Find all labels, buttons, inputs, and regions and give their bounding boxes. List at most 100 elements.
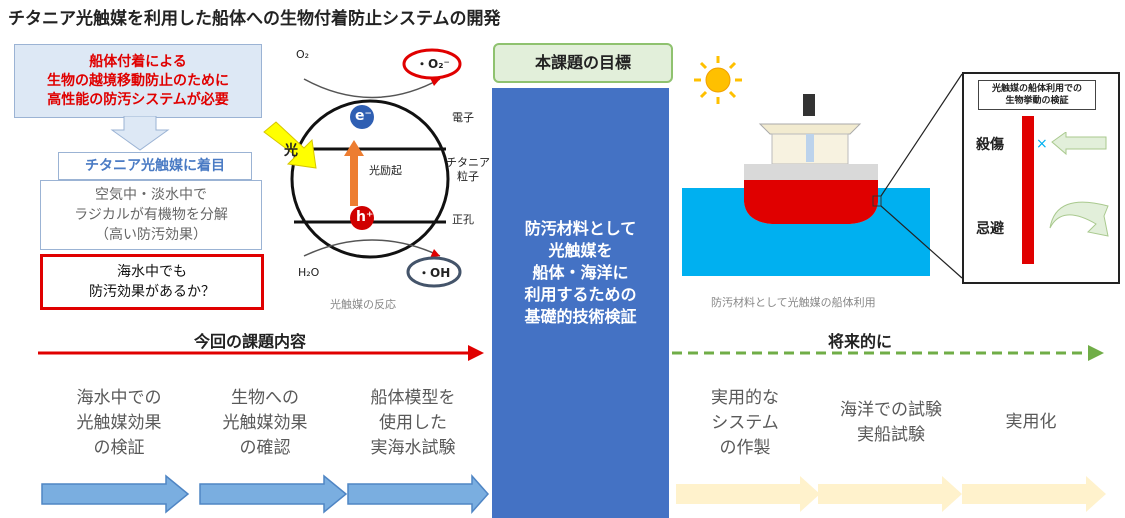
block-arrow-icon bbox=[676, 476, 820, 512]
light-label: 光 bbox=[284, 143, 298, 159]
property-line: 空気中・淡水中で bbox=[95, 187, 207, 203]
x-mark-icon: × bbox=[1036, 136, 1048, 152]
step-line: 使用した bbox=[379, 413, 447, 433]
ship-bridge bbox=[758, 123, 862, 135]
o2-label: O₂ bbox=[296, 48, 310, 61]
hull-zoom-marker bbox=[872, 195, 882, 207]
question-line: 海水中でも bbox=[117, 264, 187, 280]
inset-title-line: 光触媒の船体利用での bbox=[991, 84, 1082, 94]
hydroxyl-label: ・OH bbox=[418, 266, 451, 280]
goal-header: 本課題の目標 bbox=[493, 43, 673, 83]
need-line: 高性能の防汚システムが必要 bbox=[47, 91, 229, 108]
step-line: 光触媒効果 bbox=[222, 413, 308, 433]
sun-icon bbox=[694, 56, 742, 104]
current-step: 生物への 光触媒効果 の確認 bbox=[200, 386, 330, 461]
electron-icon bbox=[350, 105, 374, 129]
h2o-curve bbox=[303, 239, 441, 257]
hole-text: 正孔 bbox=[452, 213, 474, 226]
step-line: 光触媒効果 bbox=[76, 413, 162, 433]
goal-line: 船体・海洋に bbox=[532, 263, 629, 282]
inset-title: 光触媒の船体利用での 生物挙動の検証 bbox=[978, 80, 1096, 110]
reaction-caption: 光触媒の反応 bbox=[330, 298, 396, 311]
step-line: 実用的な bbox=[711, 388, 779, 408]
block-arrow-icon bbox=[347, 474, 490, 514]
h2o-arrowhead bbox=[430, 249, 440, 258]
hydroxyl-oval bbox=[406, 256, 462, 288]
zoom-line bbox=[880, 205, 963, 279]
page-title: チタニア光触媒を利用した船体への生物付着防止システムの開発 bbox=[8, 9, 501, 29]
o2-arrowhead bbox=[430, 78, 440, 86]
step-line: 海洋での試験 bbox=[840, 400, 942, 420]
electron-text: 電子 bbox=[452, 111, 474, 124]
focus-box: チタニア光触媒に着目 bbox=[58, 152, 252, 180]
need-line: 生物の越境移動防止のために bbox=[47, 72, 229, 89]
superoxide-label: ・O₂⁻ bbox=[416, 57, 450, 71]
current-step: 海水中での 光触媒効果 の検証 bbox=[54, 386, 184, 461]
block-arrow-icon bbox=[41, 474, 190, 514]
step-line: 実海水試験 bbox=[370, 438, 456, 458]
kill-label: 殺傷 bbox=[976, 137, 1004, 153]
step-line: 船体模型を bbox=[370, 388, 456, 408]
future-arrow bbox=[672, 345, 1104, 361]
need-line: 船体付着による bbox=[89, 53, 187, 70]
goal-column: 防汚材料として 光触媒を 船体・海洋に 利用するための 基礎的技術検証 bbox=[492, 88, 669, 518]
ship-caption: 防汚材料として光触媒の船体利用 bbox=[711, 296, 876, 309]
ship-hull bbox=[744, 180, 878, 224]
future-label: 将来的に bbox=[828, 332, 893, 351]
inset-title-line: 生物挙動の検証 bbox=[1005, 96, 1069, 106]
need-box: 船体付着による 生物の越境移動防止のために 高性能の防汚システムが必要 bbox=[14, 44, 262, 118]
titania-text: チタニア 粒子 bbox=[446, 156, 490, 184]
ship-funnel bbox=[803, 94, 815, 116]
h2o-label: H₂O bbox=[298, 266, 320, 279]
hole-icon bbox=[350, 206, 374, 230]
inset-arrows: × bbox=[1036, 132, 1109, 237]
property-line: （高い防汚効果） bbox=[95, 227, 207, 243]
future-block-arrows bbox=[676, 476, 1106, 512]
light-arrow-icon bbox=[263, 121, 317, 169]
goal-line: 光触媒を bbox=[548, 241, 613, 260]
avoid-arrow-icon bbox=[1049, 201, 1109, 237]
superoxide-oval bbox=[402, 48, 462, 80]
property-box: 空気中・淡水中で ラジカルが有機物を分解 （高い防汚効果） bbox=[40, 180, 262, 250]
current-arrow bbox=[38, 345, 484, 361]
avoid-label: 忌避 bbox=[976, 221, 1004, 237]
excitation-arrow bbox=[350, 154, 358, 206]
goal-line: 基礎的技術検証 bbox=[524, 307, 637, 326]
future-step: 実用化 bbox=[976, 410, 1086, 435]
titania-line: チタニア bbox=[446, 156, 490, 169]
o2-curve bbox=[303, 78, 441, 99]
goal-line: 利用するための bbox=[524, 285, 637, 304]
future-step: 実用的な システム の作製 bbox=[680, 386, 810, 461]
future-step: 海洋での試験 実船試験 bbox=[816, 398, 966, 448]
block-arrow-icon bbox=[962, 476, 1106, 512]
electron-label: e⁻ bbox=[355, 108, 372, 124]
excitation-label: 光励起 bbox=[369, 164, 402, 177]
block-arrow-icon bbox=[818, 476, 962, 512]
titania-line: 粒子 bbox=[457, 170, 479, 183]
step-line: 実用化 bbox=[1005, 412, 1057, 432]
step-line: 生物への bbox=[231, 388, 299, 408]
reaction-diagram bbox=[263, 48, 462, 288]
hole-label: h⁺ bbox=[356, 209, 374, 225]
step-line: システム bbox=[711, 413, 779, 433]
step-line: 海水中での bbox=[76, 388, 162, 408]
ship-scene bbox=[682, 56, 963, 279]
property-line: ラジカルが有機物を分解 bbox=[74, 207, 228, 223]
step-line: の作製 bbox=[719, 438, 771, 458]
current-step: 船体模型を 使用した 実海水試験 bbox=[348, 386, 478, 461]
titania-particle bbox=[290, 99, 450, 259]
step-line: の確認 bbox=[239, 438, 291, 458]
current-block-arrows bbox=[41, 474, 490, 514]
down-arrow-icon bbox=[110, 116, 170, 151]
goal-line: 防汚材料として bbox=[524, 219, 637, 238]
current-label: 今回の課題内容 bbox=[194, 332, 307, 351]
ship-mast bbox=[806, 134, 814, 162]
question-box: 海水中でも 防汚効果があるか？ bbox=[40, 254, 264, 310]
excitation-arrowhead bbox=[344, 140, 364, 156]
step-line: 実船試験 bbox=[857, 425, 925, 445]
block-arrow-icon bbox=[199, 474, 348, 514]
step-line: の検証 bbox=[93, 438, 145, 458]
hull-surface-bar bbox=[1022, 116, 1034, 264]
zoom-line bbox=[880, 73, 963, 197]
kill-arrow-icon bbox=[1051, 132, 1107, 156]
